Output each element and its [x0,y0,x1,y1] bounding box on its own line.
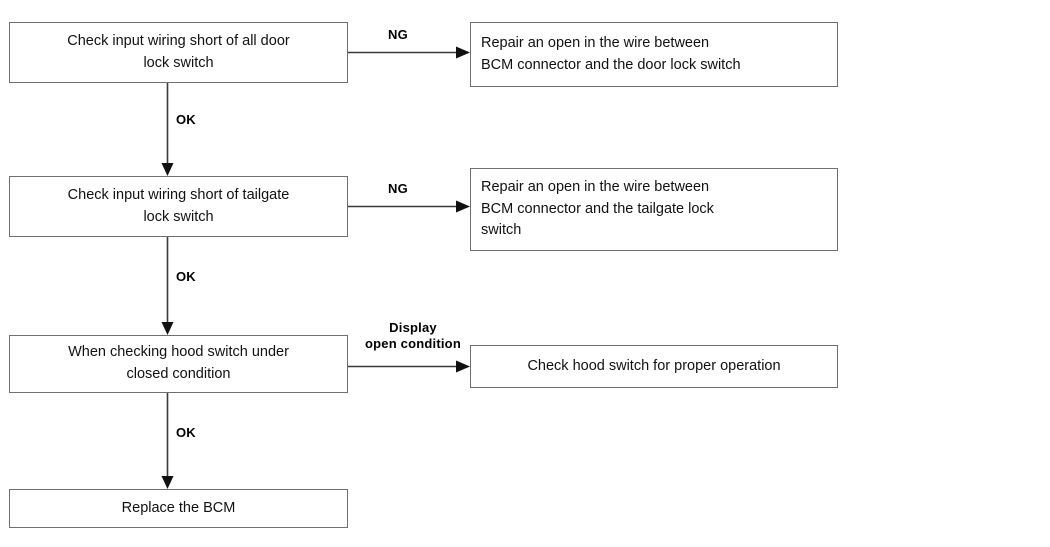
connector-hood-to-replace-ok [161,393,174,489]
edge-label-ng-tailgate-lock: NG [388,181,408,196]
edge-label-display-open-condition: Display open condition [365,320,461,352]
edge-label-ok-hood-to-replace: OK [176,425,196,440]
connector-tailgate-to-repair-ng [348,200,470,213]
edge-label-ok-door-to-tailgate: OK [176,112,196,127]
node-check-tailgate-lock-switch[interactable]: Check input wiring short of tailgate loc… [9,176,348,237]
node-check-hood-switch-operation[interactable]: Check hood switch for proper operation [470,345,838,388]
connector-hood-to-operation-display [348,360,470,373]
node-check-hood-switch-closed[interactable]: When checking hood switch under closed c… [9,335,348,393]
node-replace-the-bcm[interactable]: Replace the BCM [9,489,348,528]
node-repair-tailgate-lock-wire[interactable]: Repair an open in the wire between BCM c… [470,168,838,251]
connector-door-lock-to-repair-ng [348,46,470,59]
connector-tailgate-to-hood-ok [161,237,174,335]
node-check-door-lock-switch[interactable]: Check input wiring short of all door loc… [9,22,348,83]
edge-label-ng-door-lock: NG [388,27,408,42]
node-repair-door-lock-wire[interactable]: Repair an open in the wire between BCM c… [470,22,838,87]
edge-label-ok-tailgate-to-hood: OK [176,269,196,284]
connector-door-lock-to-tailgate-ok [161,83,174,176]
